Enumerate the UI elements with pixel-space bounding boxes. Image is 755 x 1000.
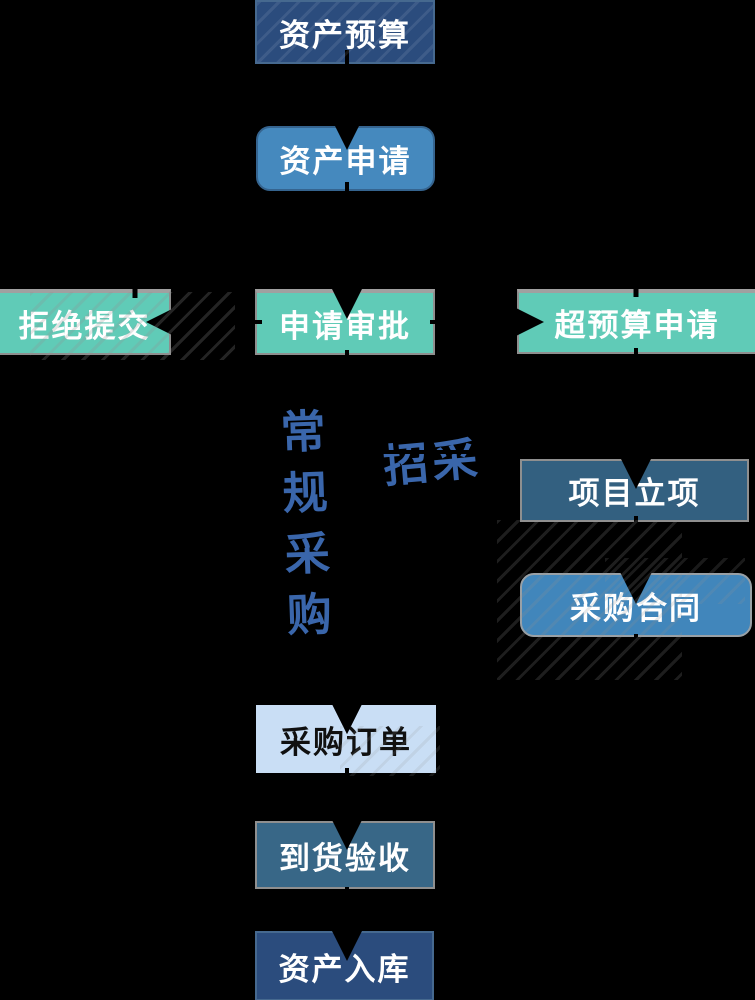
node-project-initiation: 项目立项 (520, 459, 749, 522)
node-over-budget-application: 超预算申请 (517, 289, 755, 354)
node-asset-storage: 资产入库 (255, 931, 434, 1000)
node-procurement-contract: 采购合同 (520, 573, 752, 637)
label-regular-procurement: 常规采购 (271, 407, 334, 653)
node-asset-budget: 资产预算 (255, 0, 435, 64)
node-asset-application: 资产申请 (256, 126, 435, 191)
node-goods-receipt-inspection: 到货验收 (255, 821, 435, 889)
label-bidding-procurement: 招采 (381, 431, 484, 494)
connector-contract-order (327, 634, 638, 734)
node-reject-submission: 拒绝提交 (0, 289, 171, 355)
node-application-approval: 申请审批 (255, 289, 435, 355)
node-purchase-order: 采购订单 (256, 705, 436, 773)
